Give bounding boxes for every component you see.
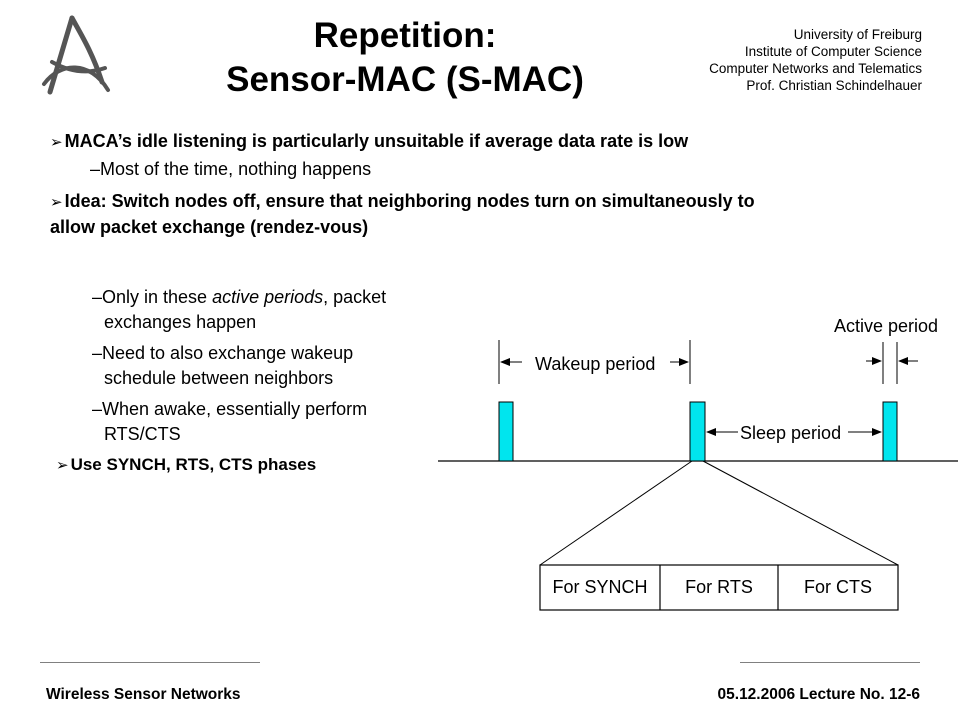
footer-lecture: 05.12.2006 Lecture No. 12-6	[717, 686, 920, 703]
bullet-arrow-icon: ➢	[56, 457, 69, 474]
active-pulse-3	[882, 401, 898, 462]
bullet-maca-idle: ➢MACA’s idle listening is particularly u…	[50, 131, 689, 151]
active-pulse-2	[689, 401, 706, 462]
zoom-right-line	[702, 460, 899, 566]
affiliation-group: Computer Networks and Telematics	[709, 61, 922, 76]
wakeup-period-label: Wakeup period	[535, 354, 655, 374]
university-logo	[42, 15, 110, 95]
page-title: Repetition: Sensor-MAC (S-MAC)	[200, 14, 610, 102]
phase-synch: For SYNCH	[552, 577, 647, 597]
bullet-phases: ➢Use SYNCH, RTS, CTS phases	[56, 455, 317, 474]
title-line-2: Sensor-MAC (S-MAC)	[226, 60, 584, 99]
phases-box	[539, 564, 899, 611]
affiliation-professor: Prof. Christian Schindelhauer	[746, 78, 922, 93]
subpoint-rts-cts: –When awake, essentially perform RTS/CTS	[92, 399, 368, 444]
zoom-left-line	[539, 460, 693, 566]
footer-rule-right	[740, 662, 920, 663]
phase-cts: For CTS	[804, 577, 872, 597]
bullet-arrow-icon: ➢	[50, 134, 63, 151]
subpoint-wakeup-schedule: –Need to also exchange wakeup schedule b…	[92, 343, 354, 388]
phase-rts: For RTS	[685, 577, 753, 597]
footer-rule-left	[40, 662, 260, 663]
footer-course: Wireless Sensor Networks	[46, 686, 241, 703]
subpoint-active-periods: –Only in these active periods, packet ex…	[92, 287, 387, 332]
subpoint-nothing-happens: –Most of the time, nothing happens	[90, 159, 372, 179]
affiliation-block: University of Freiburg Institute of Comp…	[562, 26, 922, 94]
bullet-idea: ➢Idea: Switch nodes off, ensure that nei…	[50, 191, 755, 237]
affiliation-university: University of Freiburg	[793, 27, 922, 42]
affiliation-institute: Institute of Computer Science	[744, 44, 922, 59]
title-line-1: Repetition:	[313, 16, 497, 55]
active-pulse-1	[498, 401, 514, 462]
active-period-label: Active period	[834, 316, 938, 336]
bullet-arrow-icon: ➢	[50, 194, 63, 211]
sleep-period-label: Sleep period	[740, 423, 841, 443]
